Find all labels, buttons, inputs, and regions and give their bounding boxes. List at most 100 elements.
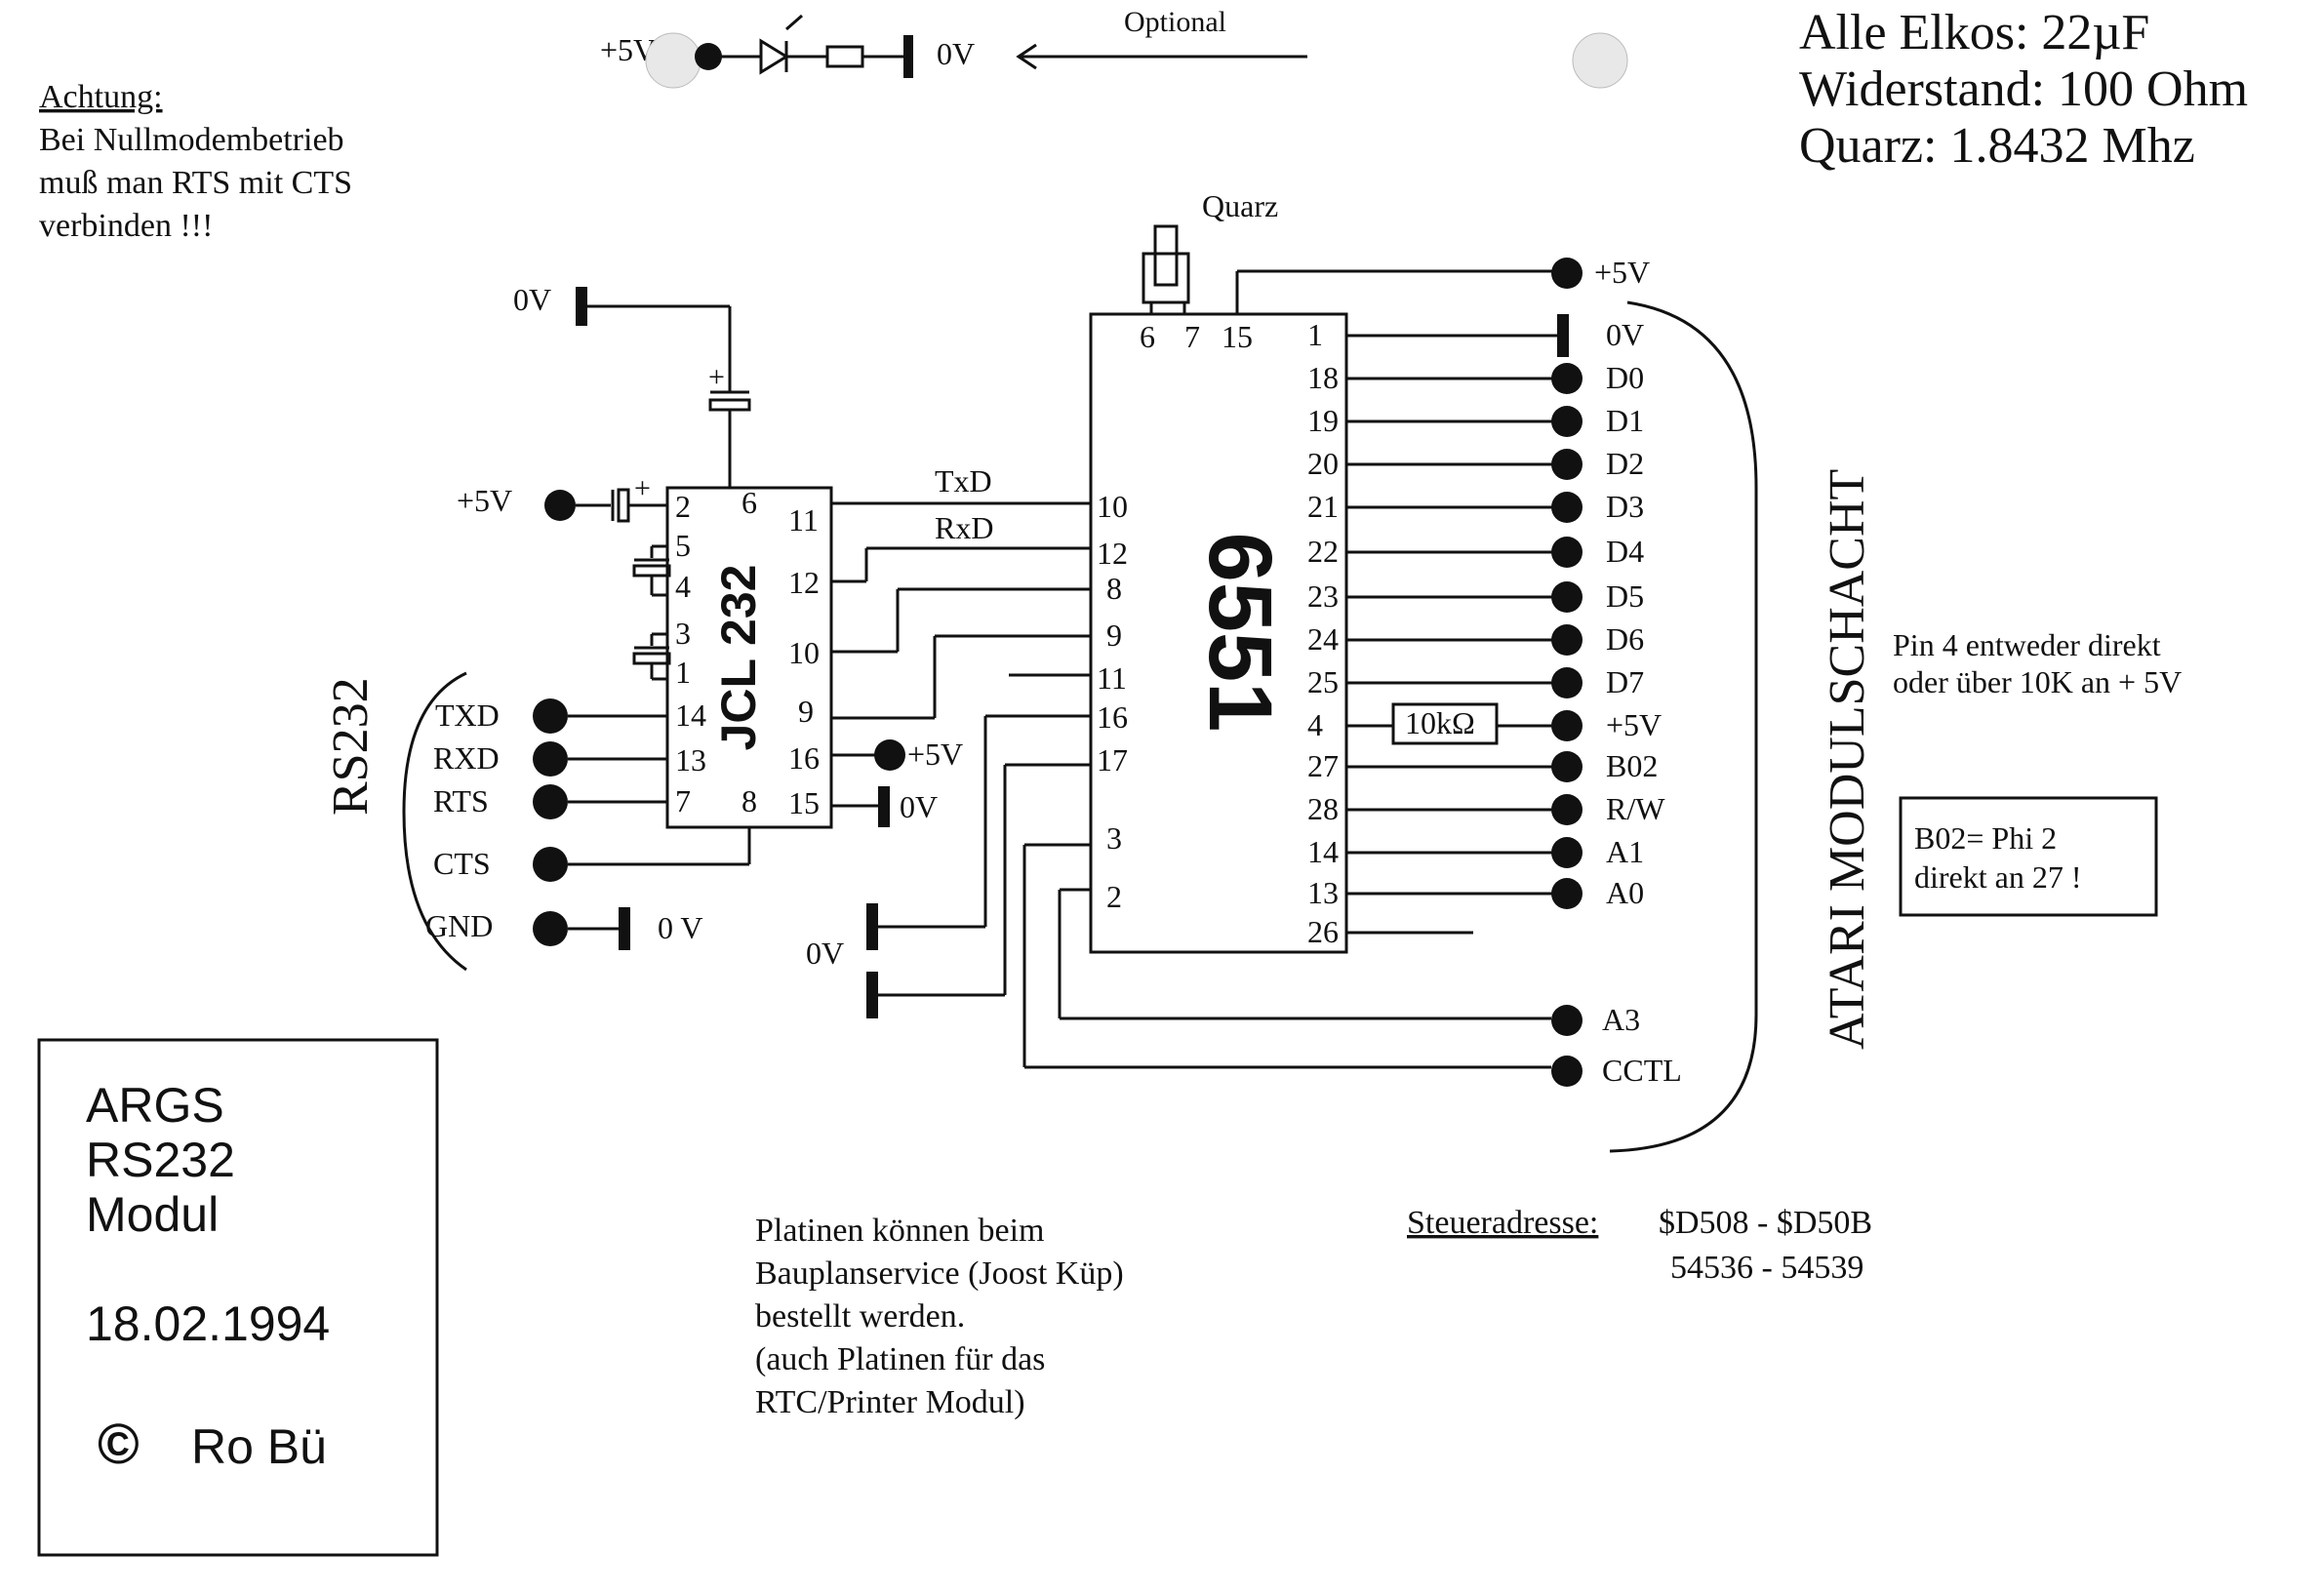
rs232-pin-label: TXD <box>435 697 500 733</box>
acia-pin: 15 <box>1222 319 1253 354</box>
resistor-label: 10kΩ <box>1405 705 1475 740</box>
cart-pin-label: D2 <box>1606 446 1644 481</box>
cart-pin-terminal <box>1551 624 1583 656</box>
cart-pin-terminal <box>1551 667 1583 698</box>
acia-pin: 22 <box>1307 534 1339 569</box>
max232-pin: 15 <box>788 785 820 820</box>
cart-pin-label: 0V <box>1606 317 1644 352</box>
order-line: bestellt werden. <box>755 1298 965 1335</box>
cart-pin-terminal <box>1551 363 1583 394</box>
title-line: RS232 <box>86 1133 235 1187</box>
ground-bar <box>1557 314 1569 357</box>
acia-pin: 14 <box>1307 834 1339 869</box>
pin2-supply: +5V + <box>457 472 671 681</box>
order-line: Bauplanservice (Joost Küp) <box>755 1255 1124 1292</box>
acia-pin: 3 <box>1106 820 1122 856</box>
pin4-note: Pin 4 entweder direkt oder über 10K an +… <box>1893 627 2182 699</box>
acia-pin: 12 <box>1097 536 1128 571</box>
led-zero-label: 0V <box>937 36 975 71</box>
rs232-connector: RS232 TXD RXD RTS CTS GND 0 V <box>323 671 751 972</box>
max232-pin: 6 <box>741 485 757 520</box>
cart-pin-terminal <box>1551 837 1583 868</box>
title-author: Ro Bü <box>191 1419 327 1474</box>
optional-label: Optional <box>1124 6 1226 38</box>
cart-label: ATARI MODULSCHACHT <box>1820 469 1875 1050</box>
specs-block: Alle Elkos: 22µF Widerstand: 100 Ohm Qua… <box>1799 5 2248 174</box>
max232-pin: 12 <box>788 565 820 600</box>
acia-pin: 7 <box>1184 319 1200 354</box>
cart-pin-terminal <box>1551 710 1583 741</box>
acia-pin: 8 <box>1106 571 1122 606</box>
punch-hole-right <box>1572 32 1628 89</box>
max232-pin: 8 <box>741 783 757 818</box>
rs232-label: RS232 <box>323 677 379 816</box>
acia-pin: 11 <box>1097 660 1127 696</box>
address-dec: 54536 - 54539 <box>1670 1250 1863 1286</box>
power-plus-label: +5V <box>457 483 512 518</box>
pin4-note-line: oder über 10K an + 5V <box>1893 664 2182 699</box>
acia-pin: 17 <box>1097 742 1128 777</box>
rs232-pin-label: CTS <box>433 846 491 881</box>
acia-chip: 6551 6 7 15 <box>1089 312 1348 954</box>
address-label: Steueradresse: <box>1407 1205 1598 1241</box>
acia-pin: 1 <box>1307 317 1323 352</box>
max232-pin: 3 <box>675 616 691 651</box>
acia-pin: 4 <box>1307 707 1323 742</box>
warning-line: verbinden !!! <box>39 208 213 244</box>
max232-pin: 11 <box>788 502 819 538</box>
title-date: 18.02.1994 <box>86 1296 330 1351</box>
max232-pin: 9 <box>798 694 814 729</box>
cart-pin-label: D1 <box>1606 403 1644 438</box>
cart-pin-label: +5V <box>1606 707 1662 742</box>
acia-pin: 24 <box>1307 621 1339 657</box>
max232-name: JCL 232 <box>711 565 766 751</box>
led-diode-symbol <box>759 38 789 75</box>
rs232-pin-label: RTS <box>433 783 489 818</box>
title-block: ARGS RS232 Modul 18.02.1994 © Ro Bü <box>37 1038 439 1557</box>
acia-pin: 6 <box>1140 319 1155 354</box>
cart-pin-label: A1 <box>1606 834 1644 869</box>
led-zero-bar <box>903 35 913 78</box>
max232-pin: 5 <box>675 528 691 563</box>
pin4-note-line: Pin 4 entweder direkt <box>1893 627 2161 662</box>
cart-pin-label: D7 <box>1606 664 1644 699</box>
acia-pin: 20 <box>1307 446 1339 481</box>
acia-pin: 21 <box>1307 489 1339 524</box>
acia-pin: 27 <box>1307 748 1339 783</box>
max232-pin: 4 <box>675 569 691 604</box>
led-resistor <box>825 45 864 68</box>
cart-pin-terminal <box>1551 406 1583 437</box>
cart-pin-terminal <box>1551 751 1583 782</box>
power-plus-label: +5V <box>907 737 963 772</box>
acia-pin: 28 <box>1307 791 1339 826</box>
cart-pin-terminal <box>1551 878 1583 909</box>
max232-pin: 16 <box>788 740 820 776</box>
cart-pin-label: A0 <box>1606 875 1644 910</box>
spec-line: Alle Elkos: 22µF <box>1799 5 2149 60</box>
quarz-label: Quarz <box>1202 188 1278 223</box>
cart-pin-label: +5V <box>1594 255 1650 290</box>
acia-pin: 9 <box>1106 618 1122 653</box>
cart-bracket: ATARI MODULSCHACHT <box>1609 300 1875 1153</box>
max232-chip: JCL 232 6 8 2 5 4 3 1 14 13 7 11 12 10 9… <box>665 485 833 829</box>
title-line: Modul <box>86 1187 219 1242</box>
spec-line: Quarz: 1.8432 Mhz <box>1799 118 2195 174</box>
max232-pin: 1 <box>675 655 691 690</box>
cart-pin-label: R/W <box>1606 791 1665 826</box>
address-hex: $D508 - $D50B <box>1659 1205 1872 1241</box>
title-line: ARGS <box>86 1078 224 1133</box>
warning-line: Bei Nullmodembetrieb <box>39 122 344 158</box>
svg-text:+: + <box>708 361 725 393</box>
inter-chip-wiring: TxD RxD 0V A3 CCTL <box>806 463 1682 1088</box>
order-line: (auch Platinen für das <box>755 1341 1045 1377</box>
max232-pin: 13 <box>675 742 706 777</box>
rs232-pin-label: RXD <box>433 740 500 776</box>
max232-pin: 2 <box>675 489 691 524</box>
b02-note-line: B02= Phi 2 <box>1914 820 2057 856</box>
acia-pin: 13 <box>1307 875 1339 910</box>
warning-line: muß man RTS mit CTS <box>39 165 352 201</box>
cart-pin-terminal <box>1551 537 1583 568</box>
rs232-pin-label: GND <box>425 908 493 943</box>
vplus-capacitor: 0V + <box>513 282 751 488</box>
